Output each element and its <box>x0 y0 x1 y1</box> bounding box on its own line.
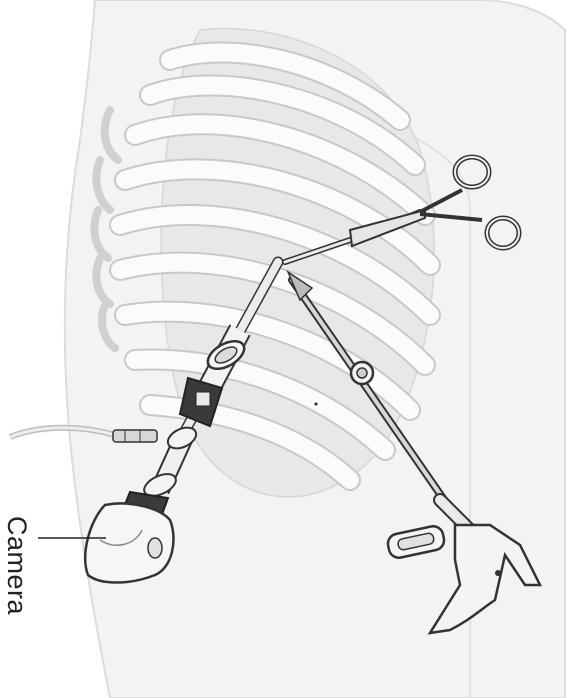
camera-label: Camera <box>2 500 32 630</box>
camera-label-text: Camera <box>2 515 33 614</box>
marker-dot <box>315 403 318 406</box>
